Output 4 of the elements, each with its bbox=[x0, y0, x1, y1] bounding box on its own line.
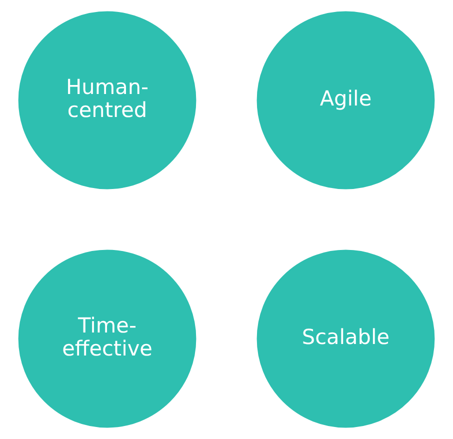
node-circle: Agile bbox=[256, 11, 435, 190]
node-circle: Scalable bbox=[256, 250, 435, 428]
node-circle: Time-effective bbox=[18, 250, 196, 428]
node-circle: Human-centred bbox=[18, 11, 196, 190]
